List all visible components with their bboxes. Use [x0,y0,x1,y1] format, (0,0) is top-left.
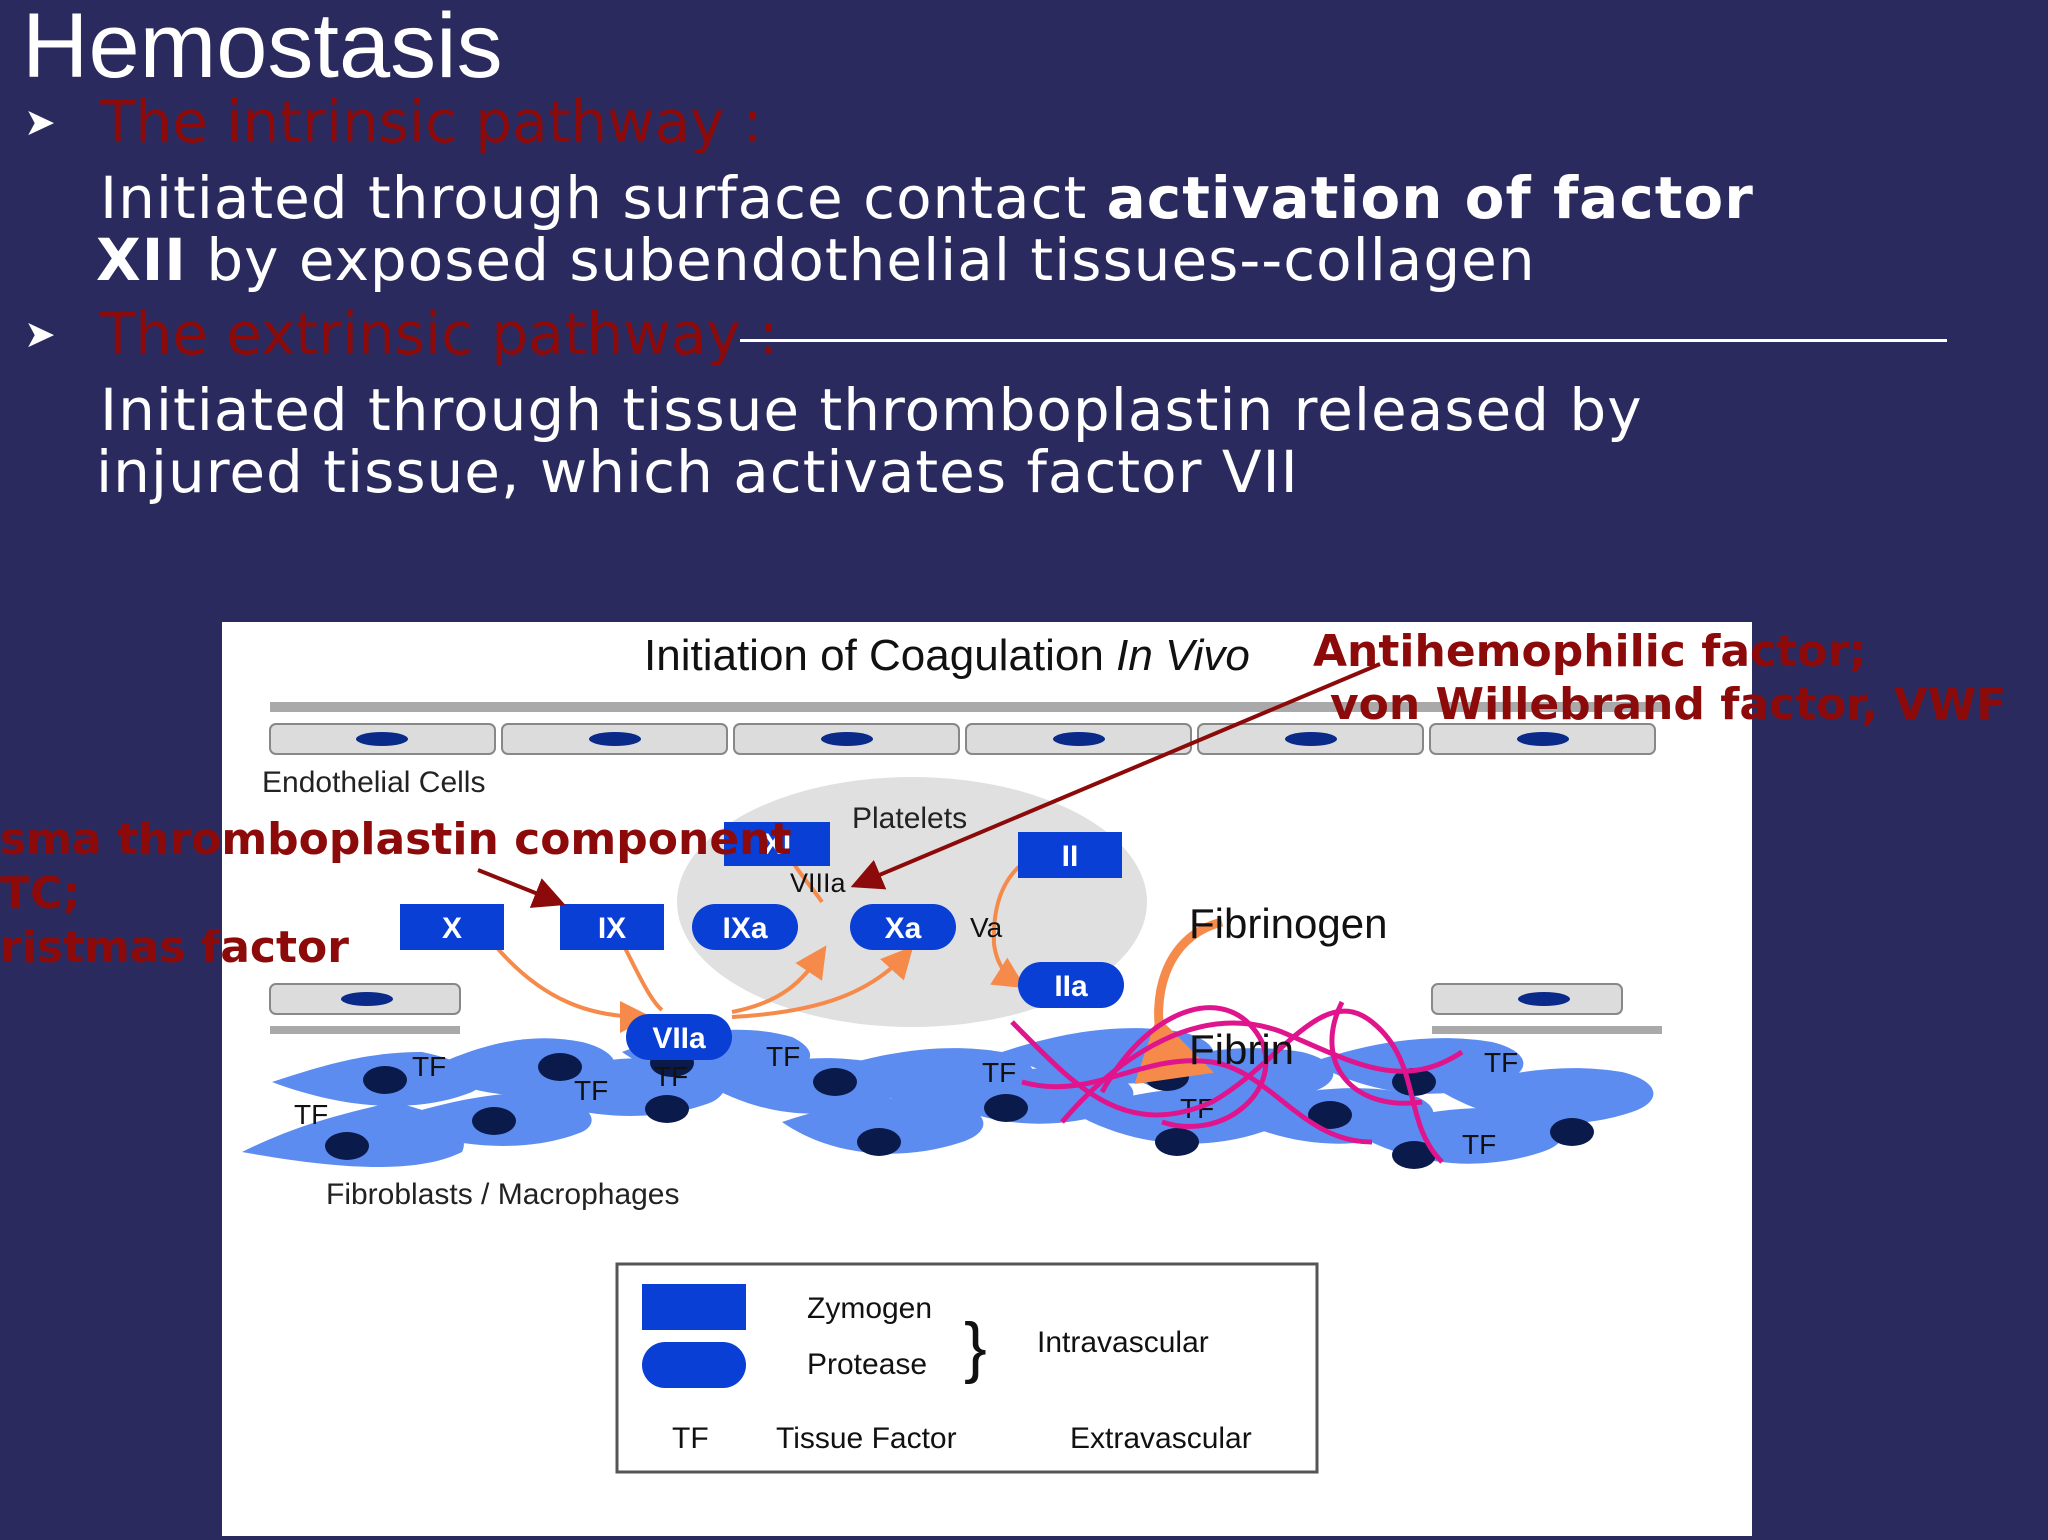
extrinsic-heading: The extrinsic pathway : [100,300,779,368]
tf-label: TF [766,1041,800,1072]
svg-text:VIIa: VIIa [652,1022,706,1055]
legend-extravascular-label: Extravascular [1070,1422,1252,1455]
legend-tf-abbrev: TF [672,1422,709,1455]
svg-text:Xa: Xa [885,912,922,945]
diagram-svg: Initiation of Coagulation In Vivo Endoth… [242,631,1670,1474]
svg-text:IXa: IXa [722,912,767,945]
tf-label: TF [654,1061,688,1092]
slide-title: Hemostasis [22,0,503,97]
tf-label: TF [982,1057,1016,1088]
legend-brace: } [964,1309,987,1385]
viiia-label: VIIIa [790,868,847,898]
va-label: Va [970,912,1003,943]
legend: Zymogen Protease } Intravascular TF Tiss… [615,1262,1319,1474]
ptc-annotation-3: ristmas factor [0,922,349,973]
factor-xa-protease: Xa [850,904,956,950]
tf-label: TF [1484,1047,1518,1078]
svg-text:IIa: IIa [1054,970,1088,1003]
factor-ixa-protease: IXa [692,904,798,950]
factor-ii-zymogen: II [1018,832,1122,878]
fibrin-label: Fibrin [1189,1026,1294,1073]
factor-boxes: X IX XI II IXa Xa IIa VIIa [400,822,1124,1060]
coagulation-diagram: Initiation of Coagulation In Vivo Endoth… [222,622,1752,1536]
legend-intravascular-label: Intravascular [1037,1326,1209,1359]
svg-text:X: X [442,912,462,945]
legend-protease-swatch [642,1342,746,1388]
tf-label: TF [294,1099,328,1130]
legend-protease-label: Protease [807,1348,927,1381]
intrinsic-line-1: Initiated through surface contact activa… [100,164,1754,232]
svg-text:IX: IX [598,912,626,945]
bullet-arrow-icon: ➤ [24,100,56,144]
platelets-label: Platelets [852,802,967,835]
endothelial-layer [269,702,1670,755]
fibrin-strands [1010,1000,1464,1164]
svg-text:II: II [1062,840,1079,873]
tf-label: TF [574,1075,608,1106]
factor-iia-protease: IIa [1018,962,1124,1008]
divider-line [740,339,1947,342]
lower-endothelium [269,983,1662,1034]
extrinsic-line-1: Initiated through tissue thromboplastin … [100,376,1643,444]
ptc-annotation-2: TC; [0,868,80,919]
extrinsic-line-2: injured tissue, which activates factor V… [96,438,1299,506]
fibroblasts-label: Fibroblasts / Macrophages [326,1178,680,1211]
legend-tissue-factor: Tissue Factor [776,1422,957,1455]
ptc-annotation-1: sma thromboplastin component [0,814,792,865]
tf-label: TF [412,1051,446,1082]
factor-x-zymogen: X [400,904,504,950]
factor-ix-zymogen: IX [560,904,664,950]
bullet-arrow-icon: ➤ [24,312,56,356]
antihemophilic-annotation-2: von Willebrand factor, VWF [1330,679,2007,730]
antihemophilic-annotation-1: Antihemophilic factor; [1313,626,1867,677]
fibrinogen-label: Fibrinogen [1189,900,1387,947]
factor-viia-protease: VIIa [626,1014,732,1060]
diagram-title: Initiation of Coagulation In Vivo [644,631,1250,680]
legend-zymogen-swatch [642,1284,746,1330]
endothelial-label: Endothelial Cells [262,766,485,799]
factor-xi-zymogen: XI [724,822,830,866]
legend-zymogen-label: Zymogen [807,1292,932,1325]
intrinsic-line-2: XII by exposed subendothelial tissues--c… [96,226,1536,294]
tf-label: TF [1462,1129,1496,1160]
svg-text:XI: XI [763,828,791,861]
intrinsic-heading: The intrinsic pathway : [100,88,763,156]
